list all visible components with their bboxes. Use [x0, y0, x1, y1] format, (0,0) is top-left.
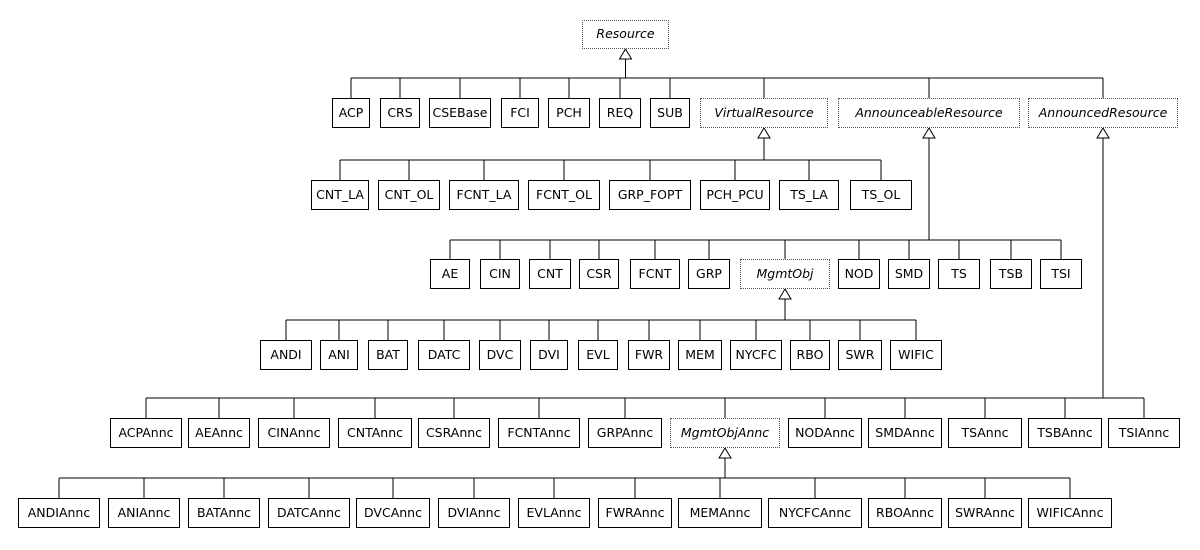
class-ts: TS: [938, 259, 980, 289]
class-crs: CRS: [380, 98, 420, 128]
class-announced-resource: AnnouncedResource: [1028, 98, 1178, 128]
class-cinannc: CINAnnc: [258, 418, 330, 448]
class-grpannc: GRPAnnc: [588, 418, 662, 448]
class-announced-resource-generalization-arrow: [1096, 127, 1110, 139]
class-acpannc: ACPAnnc: [110, 418, 182, 448]
class-cnt-la: CNT_LA: [311, 180, 369, 210]
class-csebase: CSEBase: [429, 98, 491, 128]
class-ae: AE: [430, 259, 470, 289]
class-tsi: TSI: [1040, 259, 1082, 289]
class-fcntannc: FCNTAnnc: [498, 418, 580, 448]
class-evl: EVL: [578, 340, 618, 370]
class-mgmt-obj-generalization-arrow: [778, 288, 792, 300]
class-rboannc: RBOAnnc: [868, 498, 942, 528]
class-virtual-resource-generalization-arrow: [757, 127, 771, 139]
class-smd: SMD: [888, 259, 930, 289]
class-grp: GRP: [688, 259, 730, 289]
class-dvi: DVI: [530, 340, 568, 370]
class-bat: BAT: [368, 340, 408, 370]
class-fcnt-ol: FCNT_OL: [528, 180, 600, 210]
class-datcannc: DATCAnnc: [268, 498, 350, 528]
class-tsb: TSB: [990, 259, 1032, 289]
class-aniannc: ANIAnnc: [108, 498, 180, 528]
class-aeannc: AEAnnc: [188, 418, 250, 448]
class-resource: Resource: [582, 20, 669, 49]
class-wificannc: WIFICAnnc: [1028, 498, 1112, 528]
class-swrannc: SWRAnnc: [948, 498, 1022, 528]
class-ani: ANI: [320, 340, 358, 370]
class-cnt: CNT: [529, 259, 571, 289]
class-tsannc: TSAnnc: [948, 418, 1022, 448]
class-req: REQ: [599, 98, 641, 128]
class-grp-fopt: GRP_FOPT: [609, 180, 691, 210]
class-nodannc: NODAnnc: [788, 418, 862, 448]
class-swr: SWR: [838, 340, 882, 370]
class-announceable-resource-generalization-arrow: [922, 127, 936, 139]
class-fwrannc: FWRAnnc: [598, 498, 672, 528]
class-cnt-ol: CNT_OL: [378, 180, 440, 210]
class-tsiannc: TSIAnnc: [1108, 418, 1180, 448]
class-acp: ACP: [332, 98, 370, 128]
class-fcnt-la: FCNT_LA: [449, 180, 519, 210]
class-evlannc: EVLAnnc: [518, 498, 590, 528]
class-resource-generalization-arrow: [618, 48, 633, 60]
class-wific: WIFIC: [890, 340, 942, 370]
class-datc: DATC: [418, 340, 470, 370]
class-mgmt-obj-annc: MgmtObjAnnc: [670, 418, 780, 448]
class-dviannc: DVIAnnc: [438, 498, 510, 528]
class-memannc: MEMAnnc: [678, 498, 762, 528]
class-announceable-resource: AnnounceableResource: [838, 98, 1020, 128]
class-csrannc: CSRAnnc: [418, 418, 490, 448]
class-mgmt-obj-annc-generalization-arrow: [718, 447, 732, 459]
class-cin: CIN: [480, 259, 520, 289]
class-ts-ol: TS_OL: [850, 180, 912, 210]
class-fci: FCI: [501, 98, 539, 128]
class-dvc: DVC: [479, 340, 521, 370]
class-smdannc: SMDAnnc: [868, 418, 942, 448]
class-mem: MEM: [678, 340, 722, 370]
class-pch: PCH: [548, 98, 590, 128]
class-rbo: RBO: [790, 340, 830, 370]
class-nycfcannc: NYCFCAnnc: [768, 498, 862, 528]
class-dvcannc: DVCAnnc: [356, 498, 430, 528]
class-fwr: FWR: [628, 340, 670, 370]
class-mgmt-obj: MgmtObj: [740, 259, 830, 289]
class-sub: SUB: [650, 98, 690, 128]
class-cntannc: CNTAnnc: [338, 418, 412, 448]
class-andi: ANDI: [260, 340, 312, 370]
class-nycfc: NYCFC: [730, 340, 782, 370]
class-fcnt: FCNT: [630, 259, 680, 289]
class-virtual-resource: VirtualResource: [700, 98, 828, 128]
class-batannc: BATAnnc: [188, 498, 260, 528]
class-ts-la: TS_LA: [779, 180, 839, 210]
class-andiannc: ANDIAnnc: [18, 498, 100, 528]
class-pch-pcu: PCH_PCU: [700, 180, 770, 210]
class-tsbannc: TSBAnnc: [1028, 418, 1102, 448]
class-csr: CSR: [579, 259, 619, 289]
class-nod: NOD: [838, 259, 880, 289]
